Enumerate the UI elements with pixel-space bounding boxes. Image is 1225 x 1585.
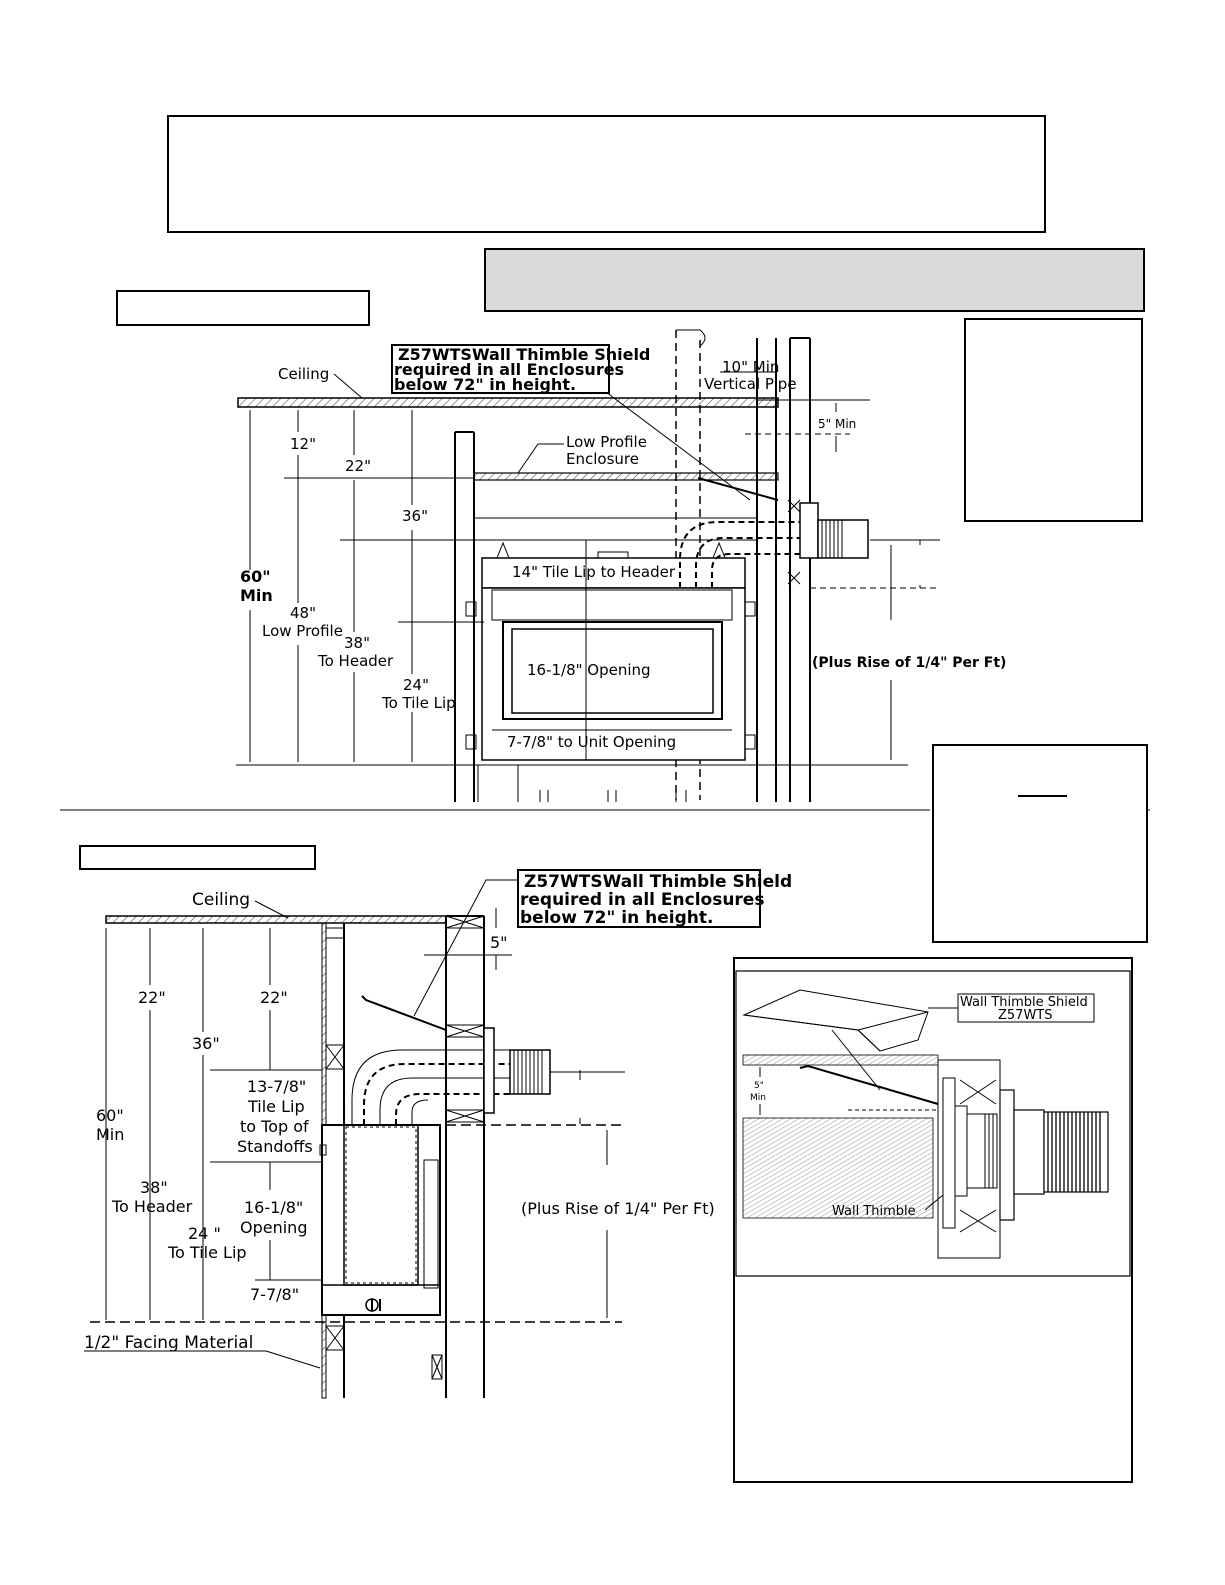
fig1-vpipe-label-1: 10" Min bbox=[722, 358, 779, 376]
fig1-vpipe-label-2: Vertical Pipe bbox=[704, 375, 797, 393]
fig1-60min-2: Min bbox=[240, 586, 273, 605]
inset-thimble-label: Wall Thimble bbox=[832, 1204, 916, 1219]
fig1-48-2: Low Profile bbox=[262, 622, 343, 640]
fig1-38-2: To Header bbox=[317, 652, 394, 670]
fig1-shield-note-3: below 72" in height. bbox=[394, 375, 576, 394]
fig1-38-1: 38" bbox=[344, 634, 370, 652]
fig1-lowprofile-label-2: Enclosure bbox=[566, 450, 639, 468]
fig2-ceiling-label: Ceiling bbox=[192, 890, 250, 910]
figure-1-title-box bbox=[116, 290, 370, 326]
fig2-shield-note-1: Z57WTSWall Thimble Shield bbox=[524, 872, 792, 892]
figure-2-title-box bbox=[79, 845, 316, 870]
fig1-ceiling-slab bbox=[237, 397, 779, 408]
inset-5min-1: 5" bbox=[754, 1081, 764, 1091]
fig2-dim-5: 5" bbox=[490, 933, 508, 952]
fig2-facing-label: 1/2" Facing Material bbox=[84, 1333, 253, 1353]
fig1-dim-36: 36" bbox=[402, 507, 428, 525]
fig1-rise-label: (Plus Rise of 1/4" Per Ft) bbox=[812, 655, 1006, 671]
fig1-dim-12: 12" bbox=[290, 435, 316, 453]
fig1-enclosure-slab bbox=[473, 472, 779, 481]
fig2-dim-36: 36" bbox=[192, 1034, 220, 1053]
fig1-dim-22: 22" bbox=[345, 457, 371, 475]
fig1-24-1: 24" bbox=[403, 676, 429, 694]
fig2-dim-22b: 22" bbox=[260, 988, 288, 1007]
fig2-60min-1: 60" bbox=[96, 1106, 124, 1125]
fig2-38-1: 38" bbox=[140, 1178, 168, 1197]
fig1-unit-opening: 7-7/8" to Unit Opening bbox=[507, 733, 676, 751]
fig2-shield-note-3: below 72" in height. bbox=[520, 908, 713, 928]
warning-banner bbox=[484, 248, 1145, 312]
fig2-38-2: To Header bbox=[111, 1197, 193, 1216]
fig2-opening-2: Opening bbox=[240, 1218, 307, 1237]
fig2-24-1: 24 " bbox=[188, 1224, 221, 1243]
thimble-shield-inset: Wall Thimble Shield Z57WTS 5" Min Wall T… bbox=[735, 970, 1131, 1277]
fig1-lowprofile-label-1: Low Profile bbox=[566, 433, 647, 451]
fig1-opening: 16-1/8" Opening bbox=[527, 661, 651, 679]
fig2-24-2: To Tile Lip bbox=[167, 1243, 247, 1262]
fig1-tilelip-header: 14" Tile Lip to Header bbox=[512, 563, 676, 581]
fig2-60min-2: Min bbox=[96, 1125, 124, 1144]
fig1-shield-note-1: Z57WTSWall Thimble Shield bbox=[398, 345, 650, 364]
side-note-box-2 bbox=[932, 744, 1148, 943]
fig2-ceiling-slab bbox=[105, 915, 447, 924]
fig2-standoffs-2: Tile Lip bbox=[247, 1097, 305, 1116]
inset-shield-label-1: Wall Thimble Shield bbox=[960, 995, 1088, 1010]
fig2-opening-1: 16-1/8" bbox=[244, 1198, 303, 1217]
fig1-ceiling-label: Ceiling bbox=[278, 365, 329, 383]
fig2-rise-label: (Plus Rise of 1/4" Per Ft) bbox=[521, 1199, 715, 1218]
inset-shield-label-2: Z57WTS bbox=[998, 1008, 1053, 1023]
figure-1: Ceiling Z57WTSWall Thimble Shield requir… bbox=[236, 329, 1006, 802]
figure-2: Ceiling Z57WTSWall Thimble Shield requir… bbox=[84, 869, 792, 1399]
top-note-box bbox=[167, 115, 1046, 233]
inset-5min-2: Min bbox=[750, 1093, 766, 1103]
fig2-standoffs-1: 13-7/8" bbox=[247, 1077, 306, 1096]
fig1-24-2: To Tile Lip bbox=[381, 694, 456, 712]
fig1-shield-note-2: required in all Enclosures bbox=[394, 360, 624, 379]
fig1-60min-1: 60" bbox=[240, 567, 271, 586]
fig2-dim-22a: 22" bbox=[138, 988, 166, 1007]
side-note-box-1 bbox=[964, 318, 1143, 522]
fig2-standoffs-3: to Top of bbox=[240, 1117, 309, 1136]
fig2-shield-note-2: required in all Enclosures bbox=[520, 890, 764, 910]
fig1-5min-label: 5" Min bbox=[818, 417, 856, 431]
fig2-dim-778: 7-7/8" bbox=[250, 1285, 299, 1304]
fig2-standoffs-4: Standoffs bbox=[237, 1137, 313, 1156]
fig1-48-1: 48" bbox=[290, 604, 316, 622]
